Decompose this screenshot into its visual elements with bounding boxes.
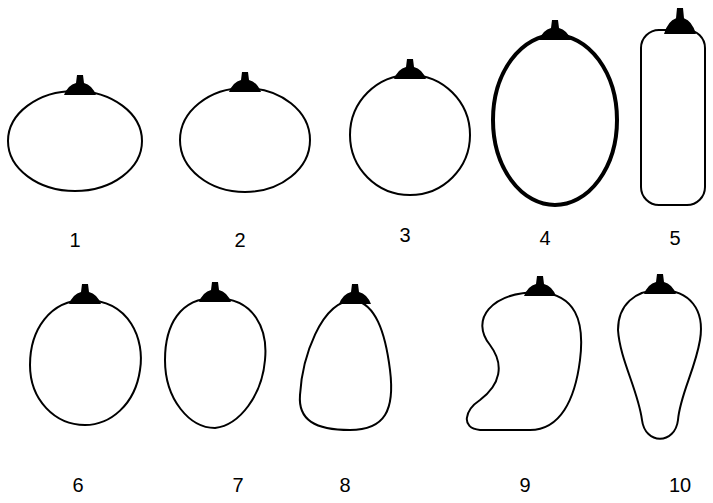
shape-number: 9 — [519, 475, 530, 495]
shape-number: 5 — [669, 228, 680, 248]
shape-number: 8 — [339, 475, 350, 495]
shape-number: 10 — [669, 475, 691, 495]
shape-outline — [641, 30, 705, 205]
shape-number: 3 — [399, 225, 410, 245]
shape-number: 4 — [539, 228, 550, 248]
shape-number: 6 — [72, 475, 83, 495]
shape-number: 7 — [232, 475, 243, 495]
stem-caps — [64, 8, 696, 304]
shape-number: 2 — [234, 230, 245, 250]
shape-outline — [618, 290, 701, 439]
shape-outline — [350, 75, 470, 195]
shape-outline — [180, 88, 310, 192]
shape-outline — [300, 300, 391, 430]
shape-outline — [493, 35, 617, 205]
shape-outline — [165, 298, 265, 428]
shape-outline — [8, 91, 142, 191]
shape-outline — [467, 292, 581, 430]
shape-outline — [30, 300, 141, 425]
shape-number: 1 — [69, 230, 80, 250]
